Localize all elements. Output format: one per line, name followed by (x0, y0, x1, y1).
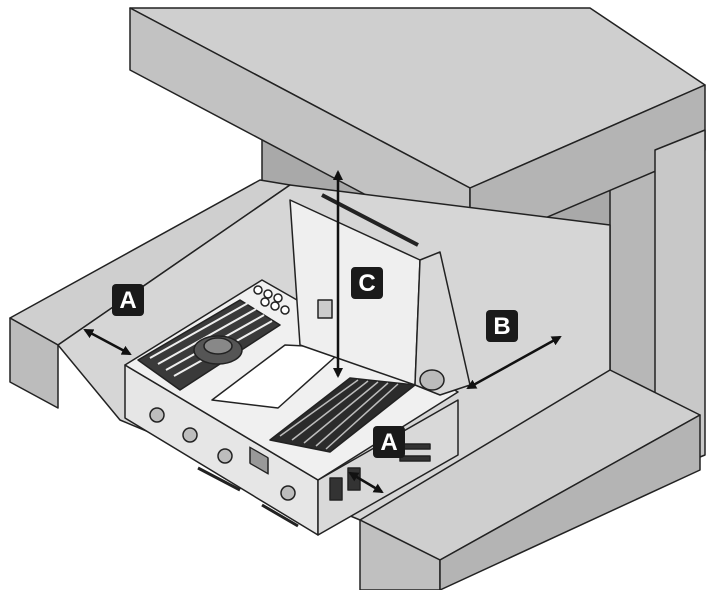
front-counter-side (439, 414, 701, 590)
side-burner-cap (203, 337, 233, 355)
grill-lid-side (414, 251, 471, 396)
callout-a-left: A (112, 284, 144, 316)
main-grate-bars (279, 379, 399, 450)
front-counter-front (359, 519, 441, 590)
callout-a-left-label: A (119, 287, 136, 314)
knob-3 (217, 448, 233, 464)
knob-4 (280, 485, 296, 501)
drawer-handle-left (197, 466, 241, 492)
arrow-a-bottom (348, 471, 384, 494)
clearance-arrows (83, 170, 562, 494)
arrow-a-left (83, 328, 132, 356)
drawer-handle-right (261, 503, 299, 528)
knob-2 (182, 427, 198, 443)
callout-a-bottom-label: A (380, 429, 397, 456)
arrow-b-right (466, 335, 562, 390)
callout-c-top: C (351, 267, 383, 299)
callout-b-right: B (486, 310, 518, 342)
knob-1 (149, 407, 165, 423)
lid-thermometer (317, 299, 333, 319)
callout-c-label: C (358, 270, 375, 297)
front-logo-badge (249, 446, 269, 475)
callout-b-label: B (493, 313, 510, 340)
front-knobs (149, 407, 296, 501)
left-counter-front (9, 317, 59, 409)
lid-hinge-knob (419, 369, 445, 391)
right-column-front (654, 129, 706, 476)
callout-a-bottom: A (373, 426, 405, 458)
grill-side-panel (317, 399, 459, 536)
top-control-holes (253, 285, 290, 315)
